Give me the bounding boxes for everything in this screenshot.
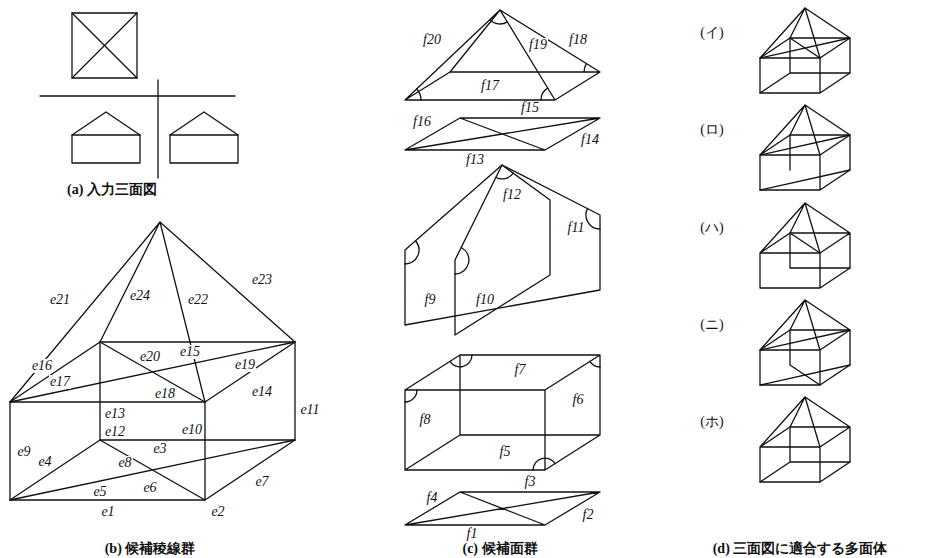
bottom-diagonals (10, 440, 295, 500)
vertical-edges (10, 342, 295, 500)
bottom-face-edges (10, 440, 295, 500)
face-label: f10 (475, 293, 495, 307)
edge-label: e17 (49, 375, 71, 389)
front-view (72, 112, 140, 163)
polyhedron-outline (760, 203, 850, 288)
polyhedron-outline (760, 300, 850, 385)
polyhedron-inner-edges (790, 233, 850, 268)
case-label: (ロ) (699, 123, 724, 137)
edge-label: e2 (210, 505, 225, 519)
polyhedron (760, 397, 850, 482)
edge-label: e19 (234, 358, 256, 372)
top-view (72, 13, 137, 78)
face-label: f3 (524, 475, 537, 489)
angle-marks (405, 173, 600, 274)
edge-label: e6 (142, 481, 157, 495)
three-view-drawing (40, 13, 238, 178)
edge-label: e3 (152, 442, 167, 456)
case-label: (イ) (699, 26, 724, 40)
edge-label: e18 (154, 387, 176, 401)
edge-label: e15 (179, 345, 201, 359)
edge-label: e12 (104, 425, 126, 439)
face-label: f5 (499, 445, 512, 459)
case-label: (ホ) (699, 415, 724, 429)
figure-caption: (a) 入力三面図 (66, 183, 158, 197)
candidate-faces-figure (405, 10, 600, 525)
face-label: f7 (514, 363, 527, 377)
edge-label: e20 (139, 350, 161, 364)
edge-label: e10 (181, 423, 203, 437)
edge-label: e5 (92, 485, 107, 499)
polyhedron-inner-edges (760, 427, 850, 482)
case-label: (ニ) (699, 318, 724, 332)
polyhedron-inner-edges (760, 38, 850, 93)
polyhedron (760, 8, 850, 93)
gable-plane (455, 165, 550, 335)
box-faces (405, 355, 600, 470)
side-view-eave (170, 134, 238, 135)
edge-label: e4 (37, 455, 52, 469)
edge-label: e9 (16, 445, 31, 459)
face-label: f6 (572, 393, 585, 407)
figure-caption: (d) 三面図に適合する多面体 (712, 542, 889, 556)
face-label: f19 (528, 38, 548, 52)
pyramid-edges (10, 222, 295, 402)
edge-label: e22 (187, 293, 209, 307)
side-view (170, 112, 238, 163)
edge-label: e23 (251, 273, 273, 287)
edge-label: e16 (31, 359, 53, 373)
edge-label: e14 (251, 385, 273, 399)
top-view-diagonals (72, 13, 137, 78)
polyhedron-outline (760, 397, 850, 482)
face-label: f11 (567, 221, 586, 235)
face-label: f20 (422, 33, 442, 47)
face-label: f15 (520, 101, 540, 115)
edge-label: e8 (117, 456, 132, 470)
polyhedron (760, 300, 850, 385)
polyhedron-inner-edges (760, 135, 850, 190)
flat-faces (405, 118, 600, 150)
edge-label: e7 (254, 475, 269, 489)
case-label: (ハ) (699, 221, 724, 235)
edge-label: e11 (299, 403, 320, 417)
figure-caption: (c) 候補面群 (461, 542, 538, 556)
face-label: f2 (582, 508, 595, 522)
flat-faces (405, 492, 600, 525)
face-label: f16 (412, 115, 432, 129)
polyhedron (760, 105, 850, 190)
polyhedron-outline (760, 8, 850, 93)
edge-label: e1 (100, 505, 115, 519)
face-label: f9 (424, 293, 437, 307)
front-view-eave (72, 134, 140, 135)
face-label: f13 (465, 153, 485, 167)
face-label: f14 (580, 133, 600, 147)
polyhedron-inner-edges (760, 330, 850, 385)
pyramid-faces (405, 10, 600, 100)
polyhedron (760, 203, 850, 288)
angle-marks (405, 355, 600, 470)
edge-label: e21 (49, 293, 71, 307)
face-label: f1 (466, 527, 479, 541)
face-label: f4 (426, 491, 439, 505)
edge-label: e13 (104, 407, 126, 421)
angle-marks (417, 20, 587, 100)
edge-label: e24 (129, 289, 151, 303)
candidate-edges-figure (10, 222, 295, 500)
figure-caption: (b) 候補稜線群 (104, 542, 197, 556)
gable-plane (405, 165, 600, 325)
face-label: f17 (480, 79, 500, 93)
face-label: f8 (419, 413, 432, 427)
face-label: f12 (502, 188, 522, 202)
polyhedron-outline (760, 105, 850, 190)
face-label: f18 (568, 33, 588, 47)
